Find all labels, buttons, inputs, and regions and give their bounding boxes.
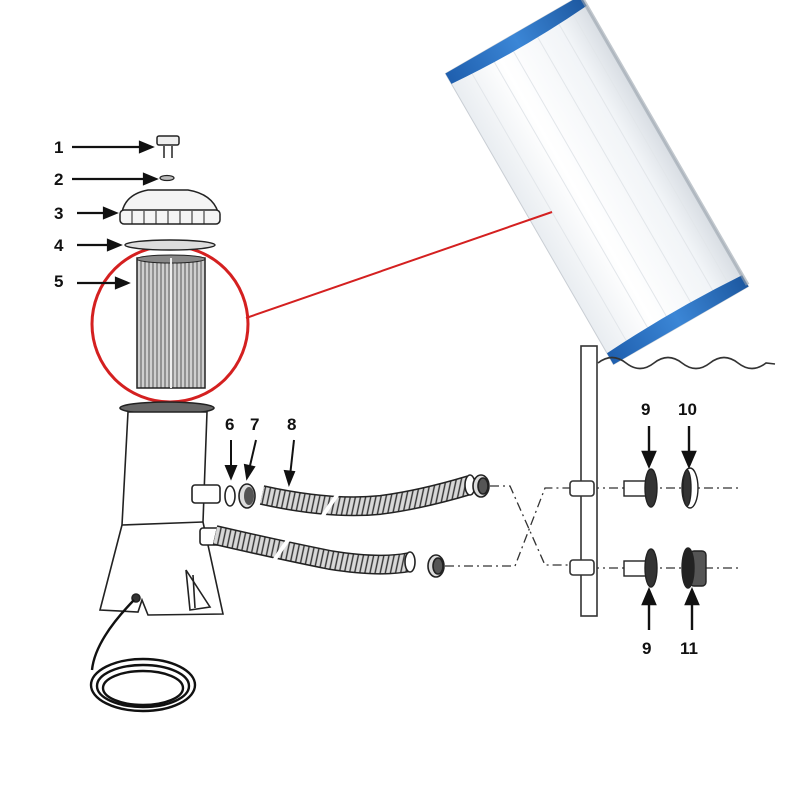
callout-label-4: 4 (54, 236, 64, 255)
callout-label-9-top: 9 (641, 400, 651, 419)
part-1-vent-plug (156, 135, 180, 158)
callout-label-2: 2 (54, 170, 64, 189)
part-3-lid (119, 189, 221, 225)
part-6-o-ring (224, 485, 236, 507)
power-cord (89, 599, 197, 713)
part-11-strainer (681, 547, 707, 589)
callout-label-9-bottom: 9 (642, 639, 652, 658)
callout-label-5: 5 (54, 272, 64, 291)
part-9-lower (623, 548, 658, 588)
pump-housing (98, 401, 224, 616)
callout-label-3: 3 (54, 204, 64, 223)
callout-label-6: 6 (225, 415, 235, 434)
part-4-seal-ring (124, 239, 216, 251)
part-7-nut (238, 483, 256, 509)
callout-label-8: 8 (287, 415, 297, 434)
part-9-upper (623, 468, 658, 508)
callout-label-10: 10 (678, 400, 697, 419)
pool-wall (569, 345, 776, 617)
part-10-jet-cover (681, 467, 699, 509)
filter-cartridge-photo (444, 0, 750, 366)
hose-end-fittings (427, 474, 490, 578)
part-8-hoses (212, 474, 476, 582)
connector-line (245, 211, 553, 319)
part-2-o-ring (159, 174, 175, 182)
callout-label-11: 11 (680, 639, 698, 658)
part-5-filter-cartridge (136, 254, 206, 389)
callout-label-7: 7 (250, 415, 260, 434)
callout-label-1: 1 (54, 138, 64, 157)
